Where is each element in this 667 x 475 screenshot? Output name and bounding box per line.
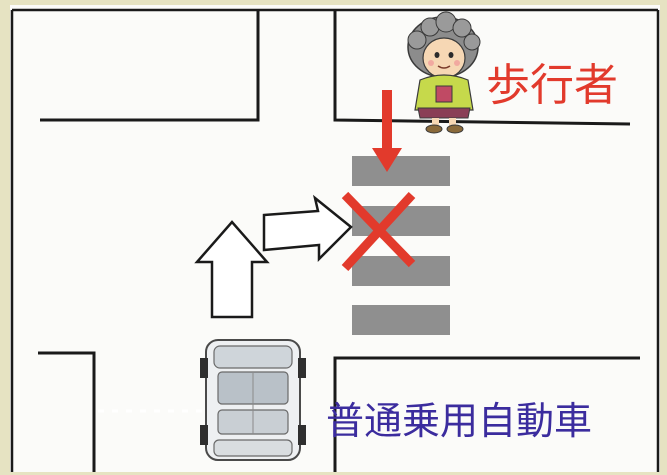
car-top-view-icon bbox=[200, 339, 306, 461]
right-arrow-icon bbox=[262, 194, 353, 263]
elderly-woman-icon bbox=[407, 11, 481, 134]
crosswalk bbox=[352, 156, 450, 335]
road-edge-top-right bbox=[333, 10, 631, 126]
red-down-arrow-icon bbox=[372, 90, 402, 172]
crosswalk-stripe bbox=[352, 156, 450, 186]
road-edge-bottom-left bbox=[38, 351, 96, 472]
road-edge-top-left bbox=[40, 10, 260, 122]
crosswalk-stripe bbox=[352, 256, 450, 286]
pedestrian-label: 歩行者 bbox=[486, 60, 618, 111]
cross-mark-icon bbox=[341, 191, 416, 272]
crosswalk-stripe bbox=[352, 305, 450, 335]
road-edge-bottom-right bbox=[333, 356, 640, 472]
up-arrow-icon bbox=[194, 220, 270, 319]
vehicle-label: 普通乗用自動車 bbox=[326, 399, 592, 443]
